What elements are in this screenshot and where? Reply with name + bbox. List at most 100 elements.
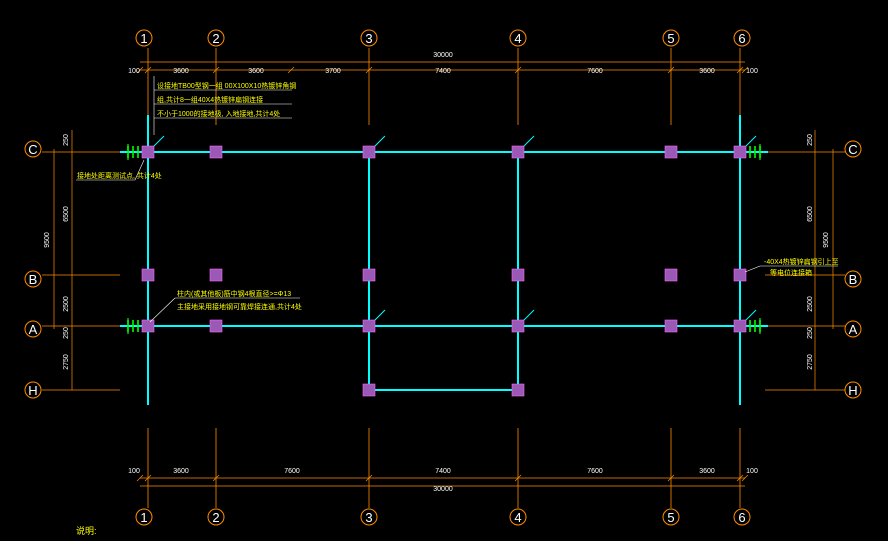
right-dim-1: 6500 [807, 206, 814, 222]
column-b-4 [511, 268, 525, 282]
top-dim-0: 100 [128, 68, 140, 75]
svg-text:3: 3 [365, 31, 372, 46]
column-a-4 [511, 319, 525, 333]
annotations: 设接地TB00型钢一组 00X100X10热镀锌角钢 组,共计8一组40X4热镀… [76, 76, 839, 536]
bottom-dim-tick-3 [365, 474, 373, 482]
right-dimensions: 250 6500 2500 250 2750 9500 [807, 134, 830, 370]
axis-bubble-left-c: C [24, 140, 42, 158]
bottom-dim-tick-1 [144, 474, 152, 482]
note-right-line2: 等电位连接箱 [770, 268, 812, 277]
column-h-4 [511, 383, 525, 397]
top-dim-4: 7400 [435, 68, 451, 75]
top-dim-tick-0 [136, 66, 144, 74]
top-dim-tick-8 [741, 66, 749, 74]
bottom-dim-tick-2 [212, 474, 220, 482]
column-c-4 [511, 145, 525, 159]
svg-text:H: H [848, 383, 857, 398]
column-b-3 [362, 268, 376, 282]
axis-grid-lines [42, 48, 845, 508]
svg-text:4: 4 [514, 31, 521, 46]
axis-bubble-top-5: 5 [662, 29, 680, 47]
bottom-dim-tick-6 [736, 474, 744, 482]
right-dim-0: 250 [807, 134, 814, 146]
right-dim-3: 250 [807, 327, 814, 339]
bottom-dim-0: 100 [128, 468, 140, 475]
svg-text:4: 4 [514, 510, 521, 525]
top-dim-tick-6 [667, 66, 675, 74]
axis-bubble-right-b: B [844, 270, 862, 288]
top-total-dimension: 30000 [433, 52, 453, 59]
bottom-dim-tick-7 [741, 474, 749, 482]
svg-text:A: A [29, 322, 38, 337]
svg-text:5: 5 [667, 510, 674, 525]
bottom-dim-6: 100 [746, 468, 758, 475]
bottom-dim-2: 7600 [284, 468, 300, 475]
note-right-line1: -40X4热镀锌扁钢引上至 [764, 257, 839, 266]
bottom-dim-tick-4 [514, 474, 522, 482]
bottom-total-dimension: 30000 [433, 486, 453, 493]
top-dim-3: 3700 [325, 68, 341, 75]
left-total-dimension: 9500 [44, 232, 51, 248]
column-c-2 [209, 145, 223, 159]
ground-electrode-right-a [749, 318, 761, 334]
note-top-line1: 设接地TB00型钢一组 00X100X10热镀锌角钢 [157, 81, 296, 90]
bottom-dim-1: 3600 [173, 468, 189, 475]
note-left: 接地处距离测试点, 共计4处 [77, 171, 162, 180]
note-top-line3: 不小于1000的接地极, 入地接地,共计4处 [157, 109, 280, 118]
ground-electrode-left-c [127, 144, 139, 160]
axis-bubble-bottom-6: 6 [733, 508, 751, 526]
column-a-3 [362, 319, 376, 333]
bottom-dimensions: 100 3600 7600 7400 7600 3600 100 30000 [128, 468, 758, 493]
top-dim-tick-1 [144, 66, 152, 74]
svg-text:B: B [29, 272, 38, 287]
top-dim-tick-5 [514, 66, 522, 74]
top-dim-2: 3600 [248, 68, 264, 75]
top-dim-tick-4 [365, 66, 373, 74]
bottom-axis-bubbles: 1 2 3 4 5 6 [135, 508, 751, 526]
svg-text:1: 1 [140, 31, 147, 46]
axis-bubble-bottom-2: 2 [207, 508, 225, 526]
svg-text:6: 6 [738, 510, 745, 525]
axis-bubble-bottom-4: 4 [509, 508, 527, 526]
left-dim-1: 6500 [63, 206, 70, 222]
axis-bubble-left-b: B [24, 270, 42, 288]
column-c-6 [733, 145, 747, 159]
right-total-dimension: 9500 [823, 232, 830, 248]
axis-bubble-left-h: H [24, 381, 42, 399]
svg-text:1: 1 [140, 510, 147, 525]
column-b-1 [141, 268, 155, 282]
axis-bubble-top-3: 3 [360, 29, 378, 47]
axis-bubble-bottom-1: 1 [135, 508, 153, 526]
axis-bubble-right-c: C [844, 140, 862, 158]
svg-text:3: 3 [365, 510, 372, 525]
svg-text:C: C [848, 142, 857, 157]
svg-text:A: A [849, 322, 858, 337]
bottom-dim-tick-5 [667, 474, 675, 482]
column-c-5 [664, 145, 678, 159]
axis-bubble-bottom-5: 5 [662, 508, 680, 526]
axis-bubble-right-a: A [844, 320, 862, 338]
bottom-dim-tick-0 [136, 474, 144, 482]
svg-text:2: 2 [212, 510, 219, 525]
right-dim-4: 2750 [807, 354, 814, 370]
top-dim-tick-3 [287, 66, 295, 74]
column-a-2 [209, 319, 223, 333]
left-axis-bubbles: C B A H [24, 140, 42, 399]
axis-bubble-right-h: H [844, 381, 862, 399]
left-dim-2: 2500 [63, 296, 70, 312]
top-dimensions: 30000 100 3600 3600 3700 7400 7600 3600 … [128, 52, 758, 75]
column-h-3 [362, 383, 376, 397]
bottom-dim-4: 7600 [587, 468, 603, 475]
left-dim-0: 250 [63, 134, 70, 146]
column-a-5 [664, 319, 678, 333]
right-axis-bubbles: C B A H [844, 140, 862, 399]
top-dim-1: 3600 [173, 68, 189, 75]
top-axis-bubbles: 1 2 3 4 5 6 [135, 29, 751, 47]
column-b-2 [209, 268, 223, 282]
grounding-conductors [120, 115, 768, 405]
svg-text:H: H [28, 383, 37, 398]
svg-text:6: 6 [738, 31, 745, 46]
ground-electrode-right-c [749, 144, 761, 160]
svg-text:5: 5 [667, 31, 674, 46]
axis-bubble-top-2: 2 [207, 29, 225, 47]
